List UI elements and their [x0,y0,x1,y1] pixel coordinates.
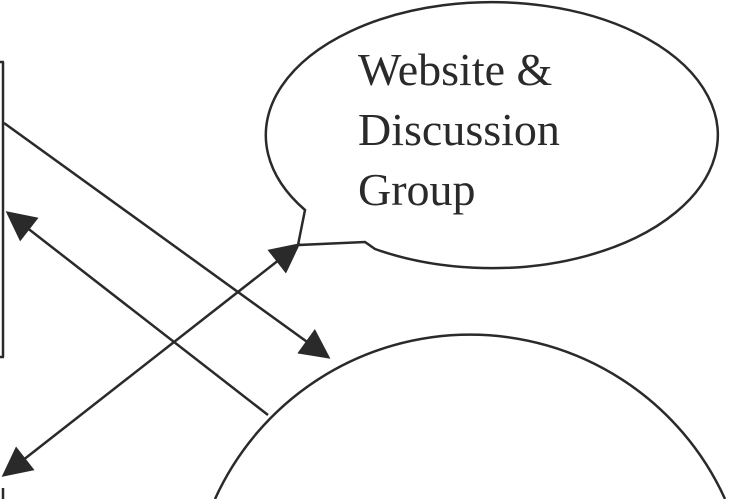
large-circle [213,333,727,499]
arrow-box-to-circle [3,121,331,359]
bubble-label: Website & Discussion Group [358,40,560,220]
bubble-line-1: Website & [358,44,553,95]
bubble-line-3: Group [358,164,476,215]
arrow-circle-to-box [5,211,269,416]
double-arrow-website-to-bottom-left [1,243,301,477]
bubble-line-2: Discussion [358,104,560,155]
speech-bubble-website [264,0,720,270]
